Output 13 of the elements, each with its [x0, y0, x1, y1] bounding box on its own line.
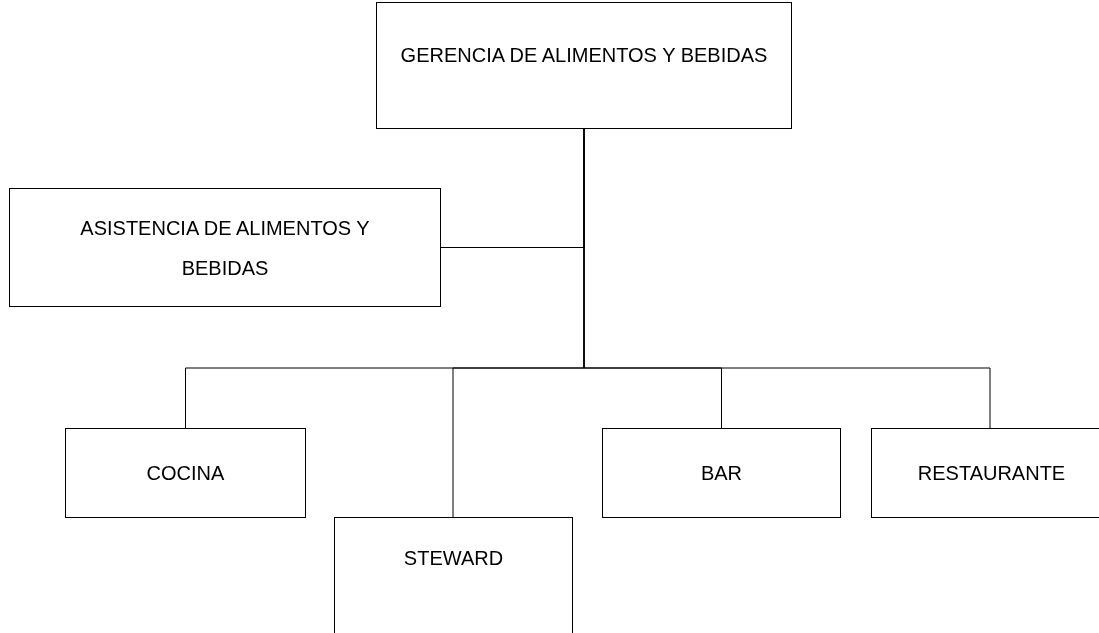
box-label: ASISTENCIA DE ALIMENTOS Y BEBIDAS	[79, 215, 371, 281]
org-box	[602, 428, 841, 518]
org-box	[376, 2, 792, 129]
org-box	[65, 428, 306, 518]
box-label: COCINA	[146, 461, 225, 485]
box-label: BAR	[700, 461, 743, 485]
box-label: GERENCIA DE ALIMENTOS Y BEBIDAS	[400, 43, 768, 68]
box-label: RESTAURANTE	[917, 461, 1066, 485]
connector-line	[583, 128, 991, 429]
org-box	[871, 428, 1099, 518]
org-box	[9, 188, 441, 307]
org-box	[334, 517, 573, 633]
box-label: STEWARD	[403, 545, 504, 570]
